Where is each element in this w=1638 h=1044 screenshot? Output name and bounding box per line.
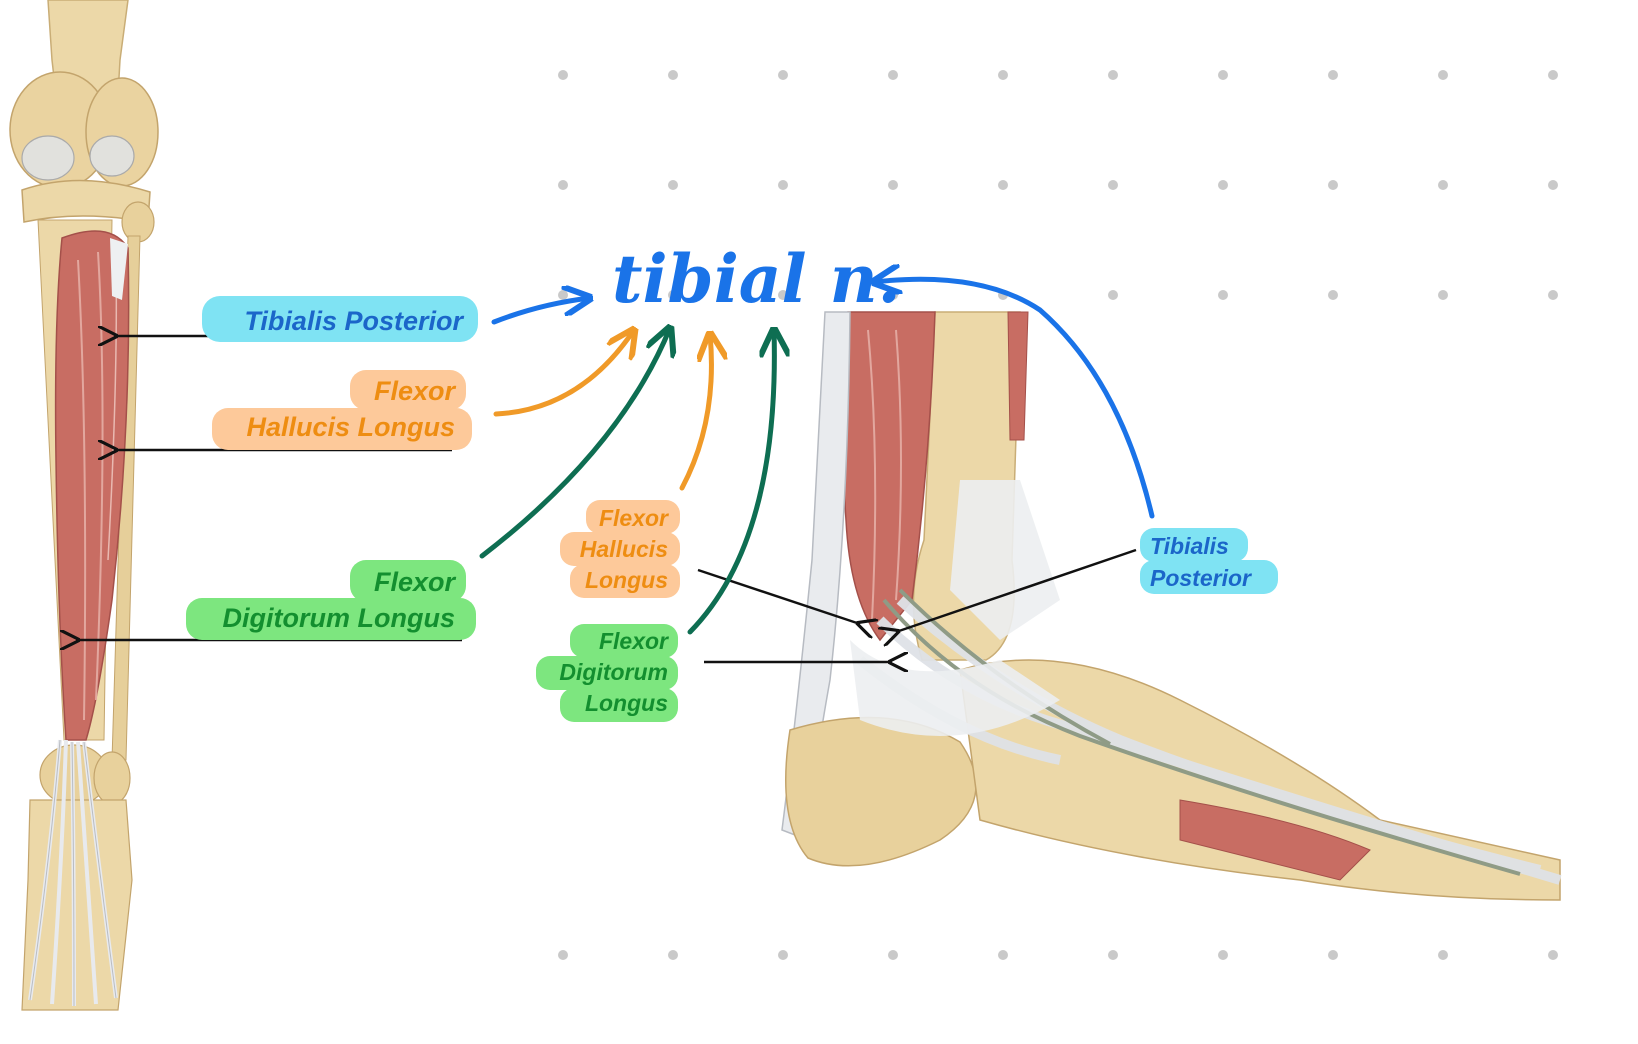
- label-text-line1: Tibialis: [1150, 533, 1229, 559]
- grid-dot: [1108, 180, 1118, 190]
- label-text: Tibialis Posterior: [244, 306, 464, 336]
- blue-arrow-left: [491, 298, 590, 325]
- grid-dot: [1548, 950, 1558, 960]
- label-text-line1: Flexor: [374, 567, 457, 597]
- grid-dot: [1218, 180, 1228, 190]
- grid-dot: [1438, 950, 1448, 960]
- grid-dot: [668, 70, 678, 80]
- label-text-line3: Longus: [585, 690, 668, 716]
- grid-dot: [1548, 180, 1558, 190]
- label-text-line2: Digitorum: [559, 659, 668, 685]
- grid-dot: [1218, 290, 1228, 300]
- grid-dot: [1438, 70, 1448, 80]
- green-arrow-mid: [687, 330, 774, 635]
- grid-dot: [1438, 180, 1448, 190]
- label-foot-fdl: Flexor Digitorum Longus: [536, 624, 678, 722]
- grid-dot: [1108, 70, 1118, 80]
- grid-dot: [888, 180, 898, 190]
- grid-dot: [1328, 950, 1338, 960]
- label-text-line2: Posterior: [1150, 565, 1252, 591]
- arrow-foot-fhl: [697, 568, 860, 624]
- grid-dot: [888, 70, 898, 80]
- label-text-line2: Hallucis Longus: [246, 412, 455, 442]
- grid-dot: [1328, 290, 1338, 300]
- grid-dot: [888, 950, 898, 960]
- grid-dot: [1548, 70, 1558, 80]
- grid-dot: [778, 180, 788, 190]
- label-text-line1: Flexor: [599, 505, 669, 531]
- label-foot-fhl: Flexor Hallucis Longus: [560, 500, 680, 598]
- label-text-line1: Flexor: [374, 376, 457, 406]
- grid-dot: [668, 290, 678, 300]
- grid-dot: [778, 950, 788, 960]
- label-leg-fdl: Flexor Digitorum Longus: [186, 560, 476, 640]
- label-text-line2: Digitorum Longus: [223, 603, 455, 633]
- blue-arrow-right: [874, 279, 1155, 519]
- green-arrow-left: [479, 328, 670, 559]
- grid-dot: [558, 290, 568, 300]
- grid-dot: [558, 950, 568, 960]
- foot-illustration-icon: [781, 311, 1562, 901]
- orange-arrow-left: [493, 330, 634, 417]
- grid-dot: [1328, 180, 1338, 190]
- grid-dot: [558, 70, 568, 80]
- label-text-line2: Hallucis: [580, 536, 668, 562]
- grid-dot: [1108, 950, 1118, 960]
- label-text-line1: Flexor: [599, 628, 669, 654]
- grid-dot: [1108, 290, 1118, 300]
- leg-illustration-icon: [9, 0, 159, 1011]
- label-leg-fhl: Flexor Hallucis Longus: [212, 370, 472, 450]
- grid-dot: [998, 180, 1008, 190]
- grid-dot: [778, 290, 788, 300]
- grid-dot: [998, 70, 1008, 80]
- grid-dot: [668, 950, 678, 960]
- grid-dot: [998, 950, 1008, 960]
- label-leg-tibialis-posterior: Tibialis Posterior: [202, 296, 478, 342]
- label-text-line3: Longus: [585, 567, 668, 593]
- grid-dot: [1328, 70, 1338, 80]
- grid-dot: [1548, 290, 1558, 300]
- grid-dot: [778, 70, 788, 80]
- title-tibial-nerve: tibial n.: [612, 240, 901, 318]
- grid-dot: [1218, 70, 1228, 80]
- nerve-arrows: [479, 279, 1155, 635]
- label-foot-tibialis-posterior: Tibialis Posterior: [1140, 528, 1278, 594]
- orange-arrow-mid: [679, 334, 711, 491]
- grid-dot: [668, 180, 678, 190]
- grid-dot: [1218, 950, 1228, 960]
- grid-dot: [558, 180, 568, 190]
- arrow-foot-tp: [896, 548, 1137, 632]
- grid-dot: [1438, 290, 1448, 300]
